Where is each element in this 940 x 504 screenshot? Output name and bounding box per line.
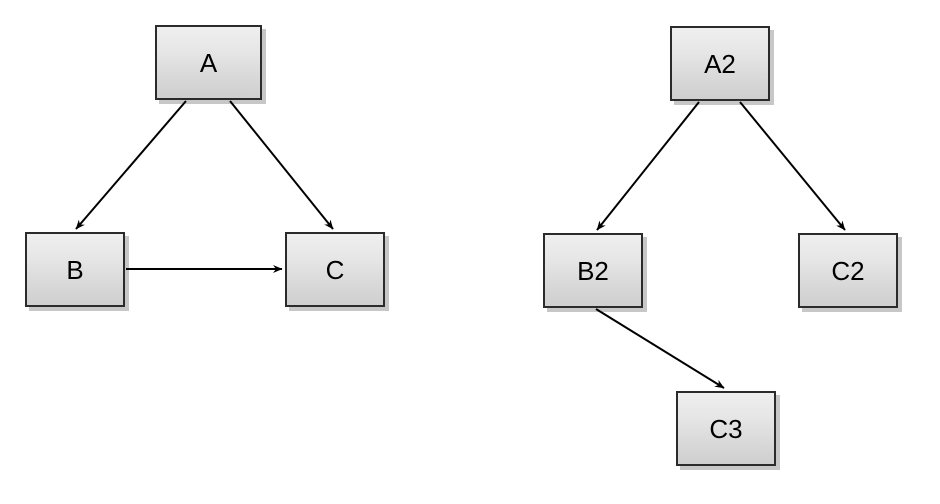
node-a-label: A	[199, 47, 218, 78]
edge-a-to-b	[75, 100, 187, 230]
node-a2[interactable]: A2	[670, 26, 770, 101]
node-c2[interactable]: C2	[798, 233, 898, 308]
node-c3-label: C3	[709, 413, 743, 444]
node-c-label: C	[325, 254, 345, 285]
node-b-label: B	[66, 254, 84, 285]
node-b2-label: B2	[577, 255, 609, 286]
node-b2[interactable]: B2	[543, 233, 643, 308]
node-c[interactable]: C	[285, 232, 385, 307]
edge-a2-to-b2	[596, 101, 700, 231]
node-a2-label: A2	[704, 48, 736, 79]
node-c2-label: C2	[831, 255, 865, 286]
node-b[interactable]: B	[25, 232, 125, 307]
node-a[interactable]: A	[155, 25, 262, 100]
edge-a2-to-c2	[739, 101, 846, 231]
edge-b2-to-c3	[595, 308, 725, 389]
node-c3[interactable]: C3	[676, 391, 776, 466]
edge-a-to-c	[229, 100, 334, 230]
